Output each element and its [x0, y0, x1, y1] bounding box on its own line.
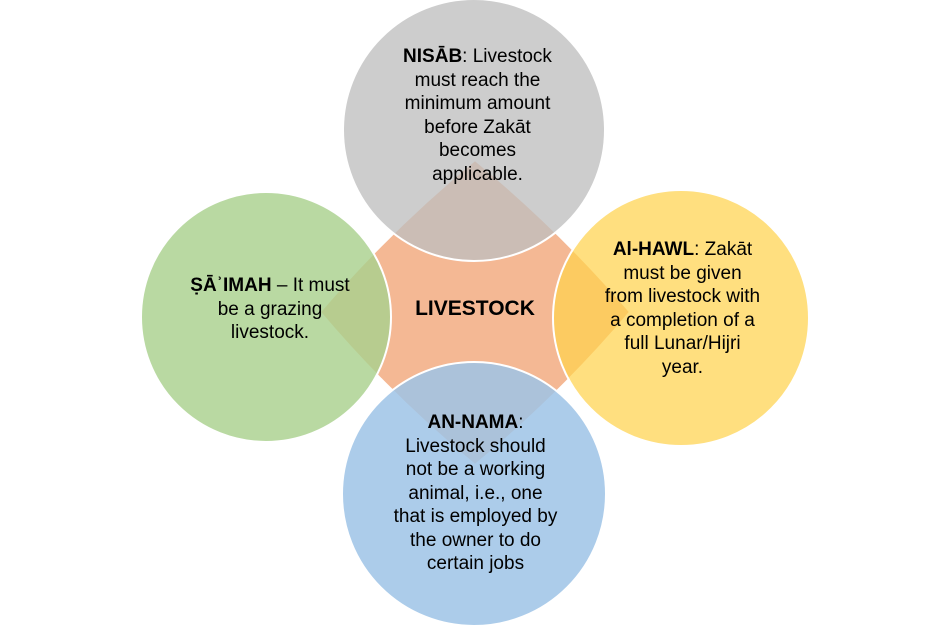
circle-nisab — [342, 0, 606, 262]
al-hawl-line-1: Zakāt — [704, 239, 753, 260]
an-nama-line-2: not be a working — [405, 459, 546, 480]
saimah-line-3: livestock. — [230, 322, 310, 343]
circle-an-nama — [341, 361, 607, 626]
al-hawl-title: Al-HAWL — [612, 239, 695, 260]
circle-al-hawl — [552, 189, 810, 447]
al-hawl-line-4: a completion of a — [610, 309, 755, 331]
an-nama-text: AN-NAMA: Livestock should not be a worki… — [368, 411, 583, 576]
nisab-line-3: minimum amount — [404, 93, 551, 114]
nisab-separator: : — [462, 46, 468, 67]
nisab-line-6: applicable. — [432, 163, 523, 185]
saimah-text: ṢĀʾIMAH – It must be a grazing livestock… — [160, 274, 380, 345]
al-hawl-line-5: full Lunar/Hijri — [624, 333, 741, 354]
nisab-title: NISĀB — [403, 46, 463, 67]
circle-saimah — [140, 191, 392, 443]
an-nama-line-5: the owner to do — [410, 529, 541, 551]
nisab-line-1: Livestock — [472, 46, 552, 67]
al-hawl-line-3: from livestock with — [604, 286, 761, 307]
al-hawl-text: Al-HAWL: Zakāt must be given from livest… — [580, 238, 785, 379]
an-nama-line-4: that is employed by — [393, 506, 558, 527]
an-nama-line-6: certain jobs — [426, 553, 525, 574]
an-nama-separator: : — [518, 412, 524, 433]
saimah-title: ṢĀʾIMAH — [190, 275, 272, 296]
al-hawl-separator: : — [694, 239, 700, 260]
nisab-line-2: must reach the — [414, 69, 541, 91]
an-nama-title: AN-NAMA — [427, 412, 519, 433]
saimah-line-2: be a grazing — [217, 298, 323, 320]
center-label: LIVESTOCK — [415, 297, 535, 320]
al-hawl-line-2: must be given — [623, 262, 742, 284]
saimah-line-1: It must — [292, 275, 350, 296]
nisab-line-5: becomes — [438, 140, 517, 161]
an-nama-line-3: animal, i.e., one — [408, 482, 543, 504]
saimah-separator: – — [271, 275, 288, 296]
an-nama-line-1: Livestock should — [405, 435, 546, 457]
nisab-line-4: before Zakāt — [424, 116, 531, 138]
al-hawl-line-6: year. — [661, 356, 704, 378]
nisab-text: NISĀB: Livestock must reach the minimum … — [375, 45, 580, 186]
